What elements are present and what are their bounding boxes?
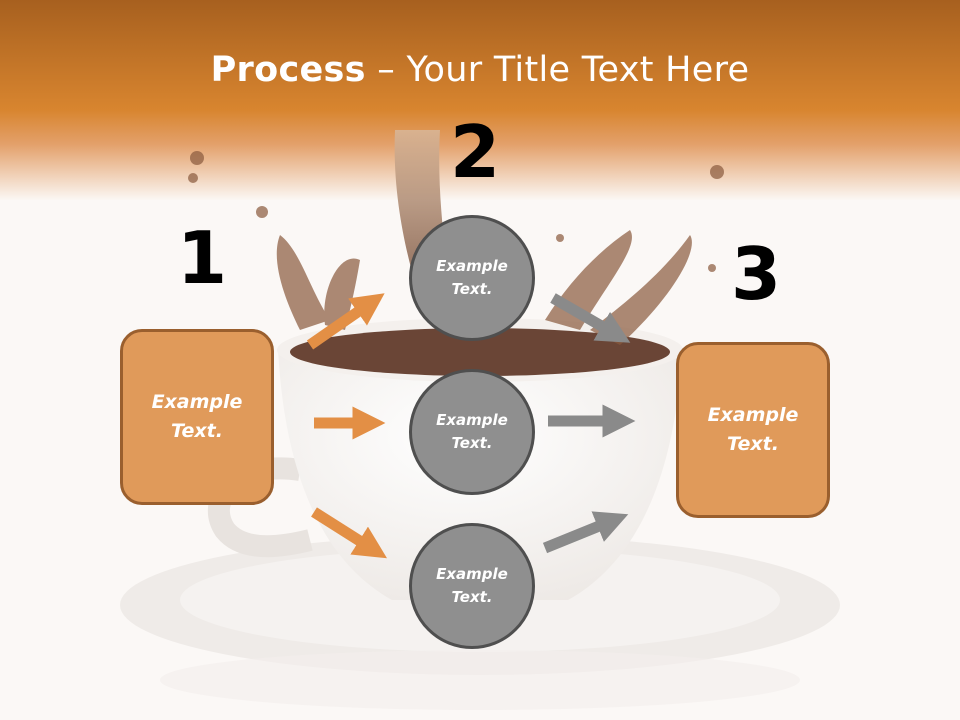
circle-middle[interactable]: Example Text. xyxy=(409,369,535,495)
left-box[interactable]: Example Text. xyxy=(120,329,274,505)
step-number-1: 1 xyxy=(177,216,228,300)
right-box-line1: Example xyxy=(707,404,799,426)
circle-top-line1: Example xyxy=(436,257,508,275)
title-rest: – Your Title Text Here xyxy=(365,50,750,90)
title-bold: Process xyxy=(210,50,366,90)
left-box-line1: Example xyxy=(151,391,243,413)
right-box[interactable]: Example Text. xyxy=(676,342,830,518)
step-number-3: 3 xyxy=(731,232,782,316)
arrow-bottom-to-right xyxy=(542,511,629,554)
arrow-left-to-top xyxy=(306,293,385,350)
circle-middle-line1: Example xyxy=(436,411,508,429)
arrow-top-to-right xyxy=(550,293,631,343)
circle-top[interactable]: Example Text. xyxy=(409,215,535,341)
circle-middle-line2: Text. xyxy=(451,434,493,452)
right-box-line2: Text. xyxy=(727,433,779,455)
slide-title: Process – Your Title Text Here xyxy=(0,50,960,90)
arrow-left-to-bottom xyxy=(311,507,388,559)
step-number-2: 2 xyxy=(450,110,501,194)
circle-bottom-line2: Text. xyxy=(451,588,493,606)
left-box-line2: Text. xyxy=(171,420,223,442)
circle-bottom[interactable]: Example Text. xyxy=(409,523,535,649)
circle-bottom-line1: Example xyxy=(436,565,508,583)
circle-top-line2: Text. xyxy=(451,280,493,298)
